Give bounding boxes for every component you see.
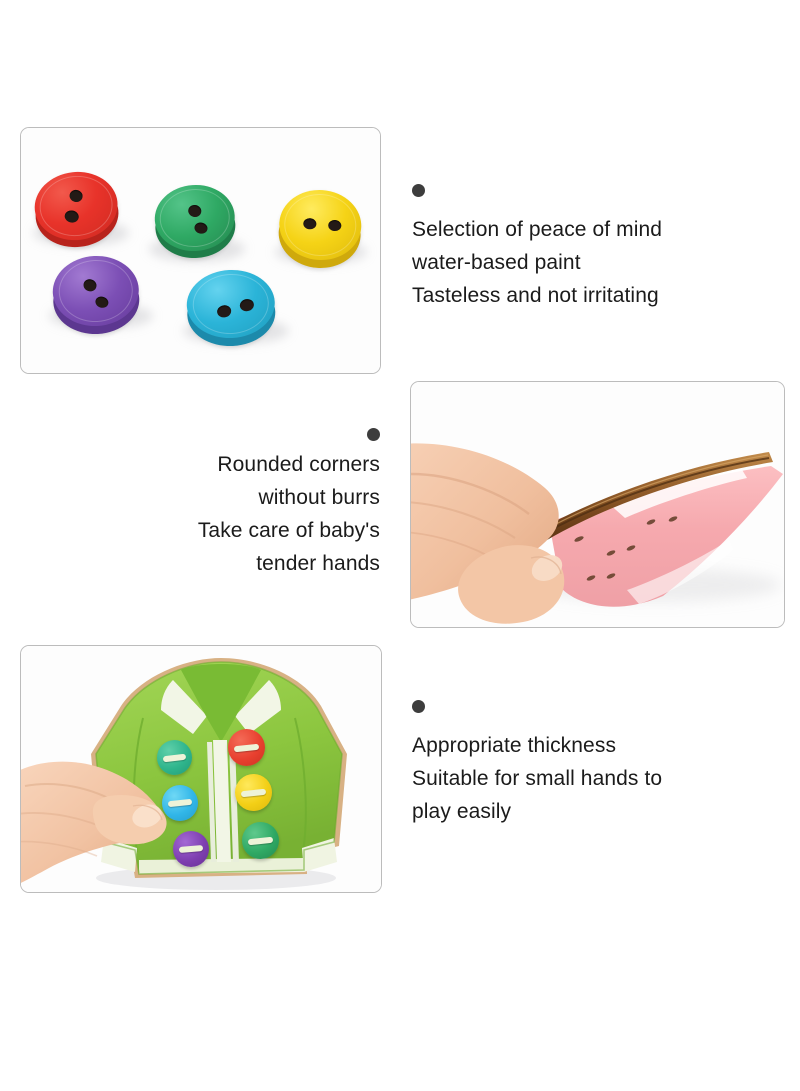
jacket-button-purple bbox=[173, 831, 209, 867]
feature-line: Take care of baby's bbox=[197, 519, 380, 542]
feature-line: tender hands bbox=[256, 552, 380, 575]
feature-line: play easily bbox=[412, 800, 512, 823]
feature-rounded-text: Rounded corners without burrs Take care … bbox=[140, 448, 380, 580]
panel-jacket bbox=[20, 645, 382, 893]
jacket-button-teal bbox=[157, 740, 192, 775]
photo-jacket bbox=[21, 646, 381, 892]
jacket-button-green bbox=[242, 822, 279, 859]
lace bbox=[162, 753, 187, 763]
bullet-icon bbox=[367, 428, 380, 441]
jacket-board-shape bbox=[21, 658, 347, 890]
feature-line: without burrs bbox=[258, 486, 380, 509]
feature-paint-text: Selection of peace of mind water-based p… bbox=[412, 213, 742, 312]
photo-thickness bbox=[411, 382, 784, 627]
lace bbox=[178, 844, 204, 854]
bullet-icon bbox=[412, 700, 425, 713]
feature-thickness: Appropriate thickness Suitable for small… bbox=[412, 700, 752, 828]
lace bbox=[247, 836, 274, 846]
lace bbox=[233, 743, 260, 753]
feature-line: Suitable for small hands to bbox=[412, 767, 663, 790]
lace bbox=[240, 788, 267, 798]
jacket-button-blue bbox=[162, 785, 198, 821]
pink-board-shape bbox=[411, 443, 783, 624]
panel-thickness bbox=[410, 381, 785, 628]
jacket-button-red bbox=[228, 729, 265, 766]
feature-line: Appropriate thickness bbox=[412, 734, 617, 757]
photo-buttons bbox=[21, 128, 380, 373]
feature-paint: Selection of peace of mind water-based p… bbox=[412, 184, 742, 312]
bullet-icon bbox=[412, 184, 425, 197]
feature-line: Rounded corners bbox=[217, 453, 380, 476]
feature-line: Tasteless and not irritating bbox=[412, 284, 659, 307]
panel-buttons bbox=[20, 127, 381, 374]
feature-rounded: Rounded corners without burrs Take care … bbox=[140, 428, 380, 580]
feature-thickness-text: Appropriate thickness Suitable for small… bbox=[412, 729, 752, 828]
lace bbox=[167, 798, 193, 808]
jacket-button-yellow bbox=[235, 774, 272, 811]
feature-line: Selection of peace of mind bbox=[412, 218, 663, 241]
feature-line: water-based paint bbox=[412, 251, 581, 274]
